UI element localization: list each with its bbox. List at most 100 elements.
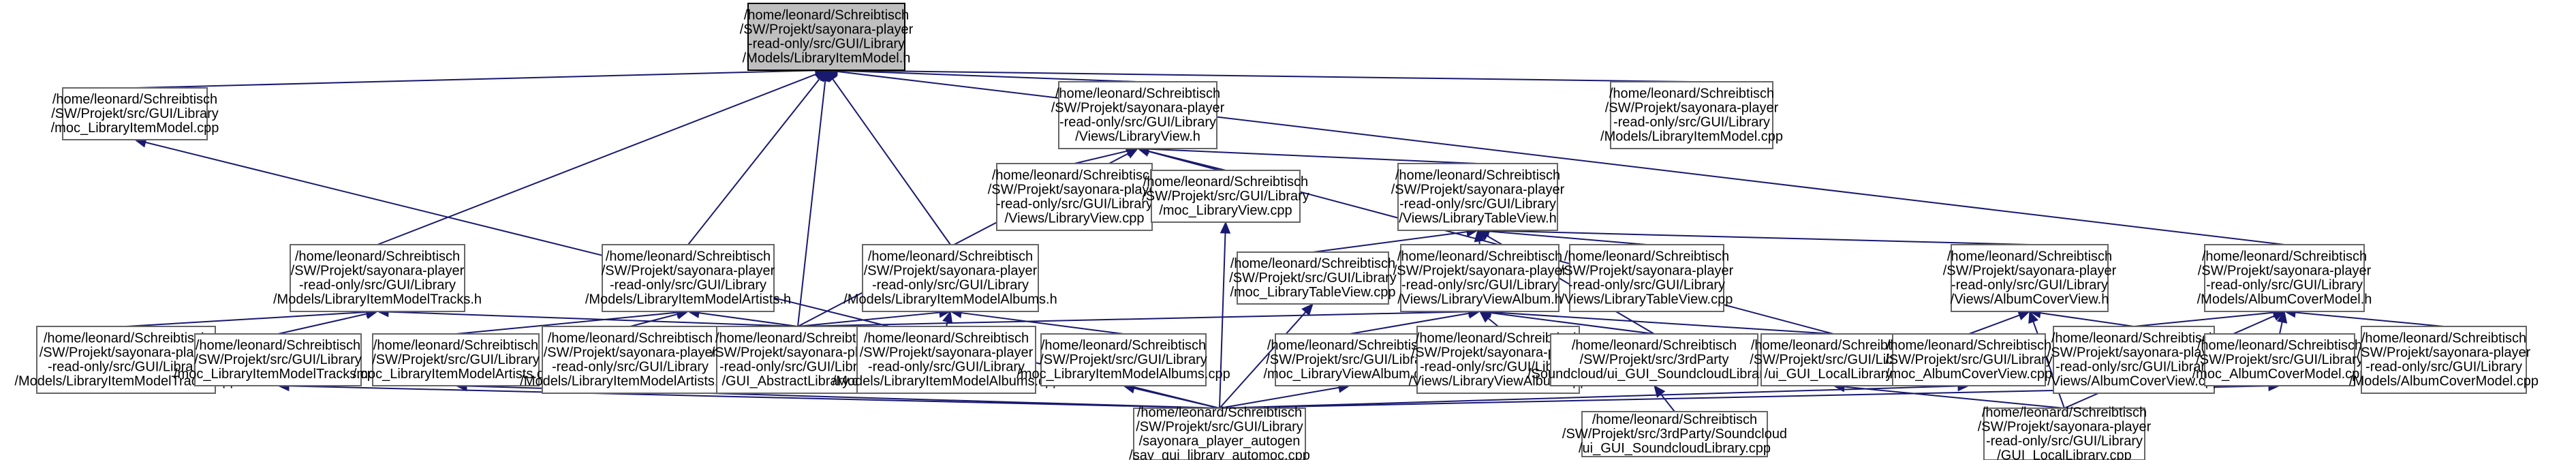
node-label-line: /SW/Projekt/sayonara-player <box>860 345 1034 360</box>
graph-node[interactable]: /home/leonard/Schreibtisch/SW/Projekt/sa… <box>1978 405 2152 460</box>
node-box[interactable] <box>1237 251 1389 305</box>
graph-node[interactable]: /home/leonard/Schreibtisch/SW/Projekt/sr… <box>1885 333 2053 386</box>
node-label-line: /home/leonard/Schreibtisch <box>1267 338 1432 353</box>
dependency-edge <box>826 69 951 245</box>
node-label-line: /Models/LibraryItemModelArtists.h <box>585 292 791 307</box>
node-label-line: /SW/Projekt/src/GUI/Library <box>1040 352 1207 367</box>
edge-arrowhead <box>1220 221 1231 234</box>
node-box[interactable] <box>2361 326 2527 394</box>
node-box[interactable] <box>372 333 540 386</box>
node-label-line: -read-only/src/GUI/Library <box>748 36 905 51</box>
graph-node[interactable]: /home/leonard/Schreibtisch/SW/Projekt/sr… <box>1229 251 1397 305</box>
node-label-line: /ui_GUI_LocalLibrary.h <box>1764 367 1902 382</box>
graph-node[interactable]: /home/leonard/Schreibtisch/SW/Projekt/sa… <box>988 163 1162 231</box>
node-box[interactable] <box>1581 411 1768 457</box>
graph-node[interactable]: /home/leonard/Schreibtisch/SW/Projekt/sa… <box>833 326 1061 394</box>
node-box[interactable] <box>716 326 880 394</box>
graph-node[interactable]: /home/leonard/Schreibtisch/SW/Projekt/sr… <box>2192 333 2368 386</box>
node-box[interactable] <box>1610 81 1773 149</box>
graph-node[interactable]: /home/leonard/Schreibtisch/SW/Projekt/sr… <box>1129 405 1310 460</box>
graph-node[interactable]: /home/leonard/Schreibtisch/SW/Projekt/sa… <box>2047 326 2221 394</box>
node-label-line: /SW/Projekt/src/GUI/Library <box>194 352 362 367</box>
node-box[interactable] <box>2204 244 2365 312</box>
graph-node[interactable]: /home/leonard/Schreibtisch/SW/Projekt/sr… <box>1527 333 1781 386</box>
root-node-box[interactable] <box>747 3 905 71</box>
graph-node[interactable]: /home/leonard/Schreibtisch/SW/Projekt/sa… <box>520 326 741 394</box>
graph-node[interactable]: /home/leonard/Schreibtisch/SW/Projekt/sa… <box>1391 163 1565 231</box>
graph-node[interactable]: /home/leonard/Schreibtisch/SW/Projekt/sr… <box>1562 411 1787 457</box>
node-label-line: -read-only/src/GUI/Library <box>1401 277 1558 292</box>
node-label-line: /SW/Projekt/src/GUI/Library <box>51 106 219 121</box>
node-box[interactable] <box>2053 326 2215 394</box>
node-label-line: /SW/Projekt/sayonara-player <box>291 263 465 278</box>
node-label-line: /Models/LibraryItemModel.h <box>743 50 911 65</box>
graph-node[interactable]: /home/leonard/Schreibtisch/SW/Projekt/sa… <box>1393 244 1567 312</box>
node-label-line: /home/leonard/Schreibtisch <box>1230 256 1395 271</box>
node-box[interactable] <box>1760 333 1906 386</box>
node-box[interactable] <box>290 244 465 312</box>
graph-node[interactable]: /home/leonard/Schreibtisch/SW/Projekt/sr… <box>1263 333 1436 386</box>
node-label-line: /moc_LibraryItemModel.cpp <box>51 121 219 136</box>
edge-line <box>797 80 826 327</box>
node-label-line: /SW/Projekt/sayonara-player <box>602 263 775 278</box>
edge-arrowhead <box>942 310 953 324</box>
graph-node[interactable]: /home/leonard/Schreibtisch/SW/Projekt/sr… <box>1750 333 1917 386</box>
node-box[interactable] <box>1058 81 1217 149</box>
graph-node[interactable]: /home/leonard/Schreibtisch/SW/Projekt/sa… <box>14 326 238 394</box>
node-box[interactable] <box>602 244 775 312</box>
node-box[interactable] <box>36 326 216 394</box>
node-box[interactable] <box>194 333 362 386</box>
node-box[interactable] <box>1040 333 1207 386</box>
graph-node[interactable]: /home/leonard/Schreibtisch/SW/Projekt/sa… <box>1560 244 1734 312</box>
node-box[interactable] <box>62 87 208 140</box>
node-label-line: /say_gui_library_automoc.cpp <box>1129 448 1310 460</box>
dependency-edge <box>1968 310 2031 335</box>
edge-line <box>837 70 1138 82</box>
node-box[interactable] <box>862 244 1039 312</box>
node-box[interactable] <box>1951 244 2109 312</box>
node-box[interactable] <box>1397 163 1558 231</box>
graph-node[interactable]: /home/leonard/Schreibtisch/SW/Projekt/sa… <box>1600 81 1783 149</box>
graph-node[interactable]: /home/leonard/Schreibtisch/SW/Projekt/sa… <box>740 3 914 71</box>
node-label-line: /home/leonard/Schreibtisch <box>1572 338 1737 353</box>
graph-node[interactable]: /home/leonard/Schreibtisch/SW/Projekt/sa… <box>585 244 791 312</box>
node-box[interactable] <box>1983 408 2145 460</box>
graph-node[interactable]: /home/leonard/Schreibtisch/SW/Projekt/sr… <box>353 333 559 386</box>
node-box[interactable] <box>1550 333 1758 386</box>
graph-node[interactable]: /home/leonard/Schreibtisch/SW/Projekt/sa… <box>273 244 482 312</box>
graph-node[interactable]: /home/leonard/Schreibtisch/SW/Projekt/sr… <box>51 87 219 140</box>
graph-node[interactable]: /home/leonard/Schreibtisch/SW/Projekt/sr… <box>1142 170 1309 223</box>
node-box[interactable] <box>1151 170 1301 223</box>
dependency-edge <box>134 65 828 89</box>
graph-node[interactable]: /home/leonard/Schreibtisch/SW/Projekt/sa… <box>843 244 1057 312</box>
node-box[interactable] <box>1569 244 1724 312</box>
node-label-line: -read-only/src/GUI/Library <box>996 196 1153 211</box>
graph-node[interactable]: /home/leonard/Schreibtisch/SW/Projekt/sa… <box>711 326 885 394</box>
node-label-line: /Views/LibraryViewAlbum.h <box>1397 292 1562 307</box>
node-label-line: /home/leonard/Schreibtisch <box>1751 338 1916 353</box>
dependency-edge <box>377 69 828 245</box>
node-label-line: /ui_GUI_SoundcloudLibrary.cpp <box>1579 441 1771 456</box>
node-label-line: -read-only/src/GUI/Library <box>1568 277 1725 292</box>
node-label-line: /SW/Projekt/src/GUI/Library <box>1136 419 1303 434</box>
node-box[interactable] <box>2204 333 2355 386</box>
node-label-line: /SW/Projekt/sayonara-player <box>40 345 213 360</box>
graph-node[interactable]: /home/leonard/Schreibtisch/SW/Projekt/sr… <box>1017 333 1230 386</box>
edge-line <box>630 313 678 327</box>
edge-line <box>1219 386 1339 409</box>
edge-line <box>2279 322 2283 335</box>
node-box[interactable] <box>1133 408 1306 460</box>
graph-node[interactable]: /home/leonard/Schreibtisch/SW/Projekt/sa… <box>1943 244 2117 312</box>
node-box[interactable] <box>1892 333 2046 386</box>
edge-line <box>2133 311 2274 327</box>
graph-node[interactable]: /home/leonard/Schreibtisch/SW/Projekt/sa… <box>2349 326 2539 394</box>
graph-node[interactable]: /home/leonard/Schreibtisch/SW/Projekt/sr… <box>174 333 382 386</box>
edge-arrowhead <box>2028 310 2038 324</box>
dependency-edge <box>1219 221 1231 409</box>
node-label-line: /SW/Projekt/src/GUI/Library <box>372 352 540 367</box>
graph-node[interactable]: /home/leonard/Schreibtisch/SW/Projekt/sa… <box>1051 81 1225 149</box>
node-box[interactable] <box>1400 244 1559 312</box>
graph-node[interactable]: /home/leonard/Schreibtisch/SW/Projekt/sa… <box>2197 244 2372 312</box>
edge-line <box>1219 311 1307 409</box>
node-box[interactable] <box>856 326 1036 394</box>
